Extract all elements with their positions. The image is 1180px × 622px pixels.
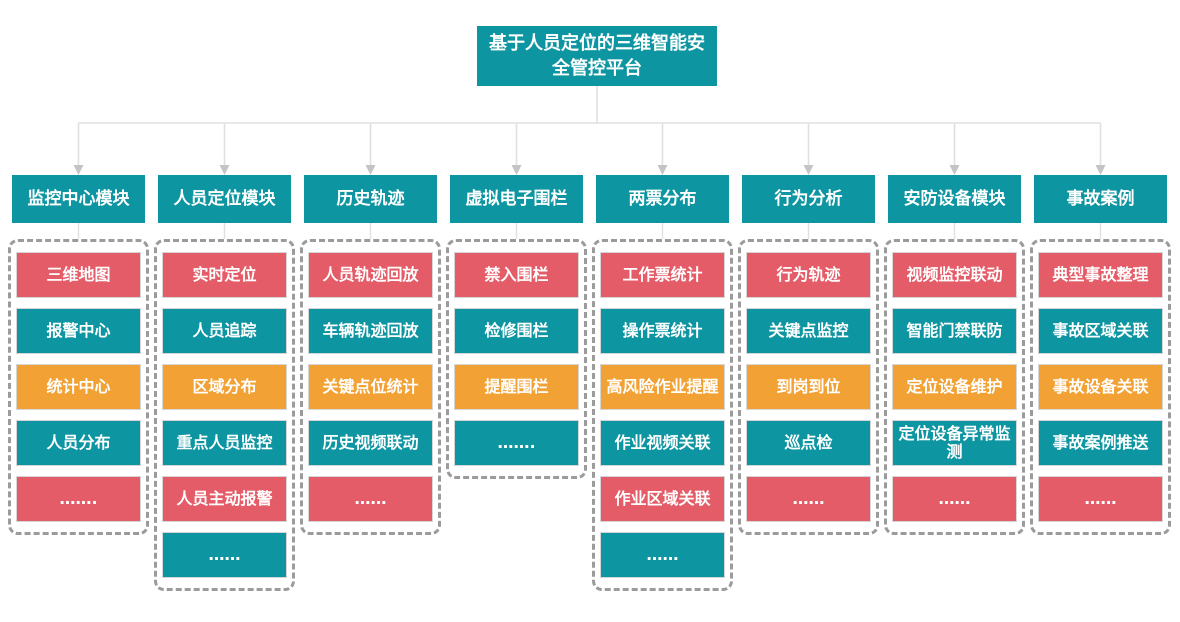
module-items-box: 行为轨迹关键点监控到岗到位巡点检 …… [738, 239, 879, 535]
module-item: 定位设备维护 [892, 364, 1017, 410]
module-header: 安防设备模块 [888, 175, 1021, 223]
module-item: 巡点检 [746, 420, 871, 466]
root-node: 基于人员定位的三维智能安全管控平台 [477, 26, 717, 86]
module-item: 视频监控联动 [892, 252, 1017, 298]
module-item: 三维地图 [16, 252, 141, 298]
arrow-down-icon [803, 165, 814, 175]
module-item: 统计中心 [16, 364, 141, 410]
module-header: 监控中心模块 [12, 175, 145, 223]
module-item: 智能门禁联防 [892, 308, 1017, 354]
module-item: 到岗到位 [746, 364, 871, 410]
arrow-down-icon [511, 165, 522, 175]
module-header: 历史轨迹 [304, 175, 437, 223]
module-item: 报警中心 [16, 308, 141, 354]
module-item: 人员分布 [16, 420, 141, 466]
module-item: 提醒围栏 [454, 364, 579, 410]
module-item: 人员主动报警 [162, 476, 287, 522]
module-item: 工作票统计 [600, 252, 725, 298]
module-header: 虚拟电子围栏 [450, 175, 583, 223]
module-item: 历史视频联动 [308, 420, 433, 466]
module-item: 人员追踪 [162, 308, 287, 354]
module-item: 作业视频关联 [600, 420, 725, 466]
module-item: 车辆轨迹回放 [308, 308, 433, 354]
module-items-box: 禁入围栏检修围栏提醒围栏 ……. [446, 239, 587, 479]
module-column: 监控中心模块 三维地图报警中心统计中心人员分布 ……. [8, 175, 149, 591]
module-item: 行为轨迹 [746, 252, 871, 298]
module-items-box: 视频监控联动智能门禁联防定位设备维护定位设备异常监测 …… [884, 239, 1025, 535]
module-column: 事故案例 典型事故整理事故区域关联事故设备关联事故案例推送 …… [1030, 175, 1171, 591]
module-items-box: 人员轨迹回放车辆轨迹回放关键点位统计历史视频联动 …… [300, 239, 441, 535]
module-item: 定位设备异常监测 [892, 420, 1017, 466]
module-column: 人员定位模块 实时定位人员追踪区域分布重点人员监控人员主动报警 …… [154, 175, 295, 591]
module-item: 操作票统计 [600, 308, 725, 354]
arrow-down-icon [949, 165, 960, 175]
module-item: 实时定位 [162, 252, 287, 298]
module-item: 禁入围栏 [454, 252, 579, 298]
module-item: …… [162, 532, 287, 578]
module-column: 历史轨迹 人员轨迹回放车辆轨迹回放关键点位统计历史视频联动 …… [300, 175, 441, 591]
module-column: 两票分布 工作票统计操作票统计高风险作业提醒作业视频关联作业区域关联 …… [592, 175, 733, 591]
arrow-down-icon [219, 165, 230, 175]
module-item: 关键点监控 [746, 308, 871, 354]
module-item: …… [1038, 476, 1163, 522]
module-item: 典型事故整理 [1038, 252, 1163, 298]
module-items-box: 典型事故整理事故区域关联事故设备关联事故案例推送 …… [1030, 239, 1171, 535]
arrow-down-icon [1095, 165, 1106, 175]
module-item: 区域分布 [162, 364, 287, 410]
module-item: …… [600, 532, 725, 578]
module-item: 事故案例推送 [1038, 420, 1163, 466]
arrow-down-icon [657, 165, 668, 175]
arrow-down-icon [365, 165, 376, 175]
module-item: 人员轨迹回放 [308, 252, 433, 298]
module-item: 高风险作业提醒 [600, 364, 725, 410]
module-item: …… [892, 476, 1017, 522]
module-item: 事故区域关联 [1038, 308, 1163, 354]
module-columns: 监控中心模块 三维地图报警中心统计中心人员分布……. 人员定位模块 实时定位人员… [8, 175, 1171, 591]
module-item: ……. [454, 420, 579, 466]
module-items-box: 工作票统计操作票统计高风险作业提醒作业视频关联作业区域关联 …… [592, 239, 733, 591]
arrow-down-icon [73, 165, 84, 175]
module-column: 行为分析 行为轨迹关键点监控到岗到位巡点检 …… [738, 175, 879, 591]
module-item: ……. [16, 476, 141, 522]
module-header: 行为分析 [742, 175, 875, 223]
module-item: 检修围栏 [454, 308, 579, 354]
module-item: …… [308, 476, 433, 522]
module-items-box: 三维地图报警中心统计中心人员分布 ……. [8, 239, 149, 535]
module-item: …… [746, 476, 871, 522]
module-item: 关键点位统计 [308, 364, 433, 410]
module-items-box: 实时定位人员追踪区域分布重点人员监控人员主动报警 …… [154, 239, 295, 591]
module-item: 重点人员监控 [162, 420, 287, 466]
module-column: 安防设备模块 视频监控联动智能门禁联防定位设备维护定位设备异常监测 …… [884, 175, 1025, 591]
module-item: 作业区域关联 [600, 476, 725, 522]
module-item: 事故设备关联 [1038, 364, 1163, 410]
module-column: 虚拟电子围栏 禁入围栏检修围栏提醒围栏 ……. [446, 175, 587, 591]
module-header: 两票分布 [596, 175, 729, 223]
module-header: 人员定位模块 [158, 175, 291, 223]
module-header: 事故案例 [1034, 175, 1167, 223]
